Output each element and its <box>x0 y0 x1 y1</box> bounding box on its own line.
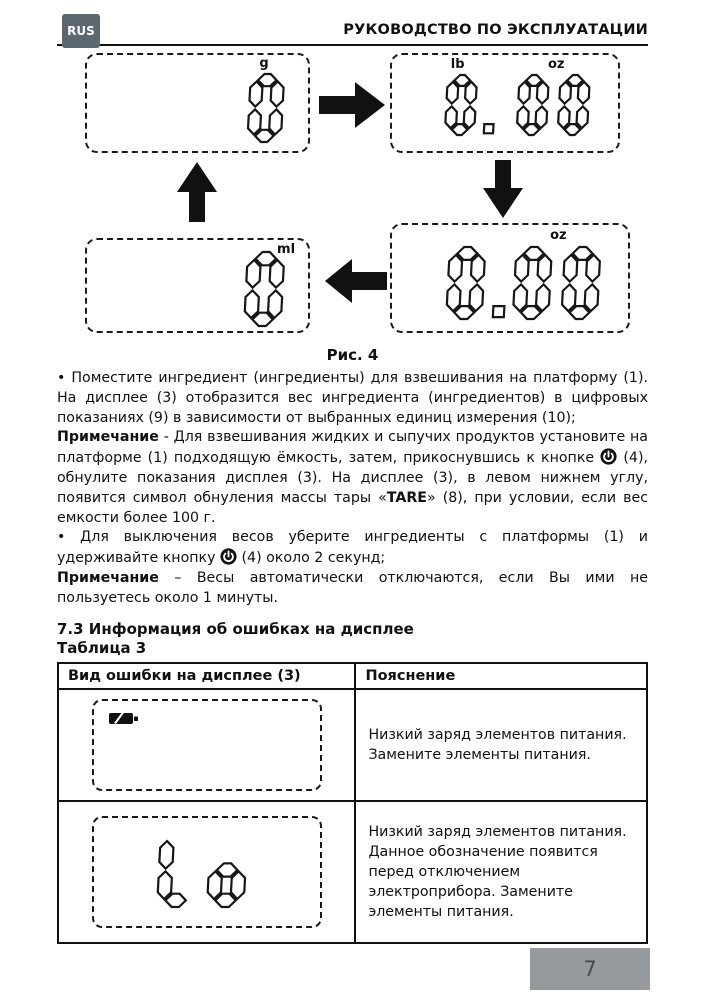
section-heading: 7.3 Информация об ошибках на дисплее <box>57 619 414 638</box>
note-label: Примечание <box>57 429 159 446</box>
note-tare-text-a: - Для взвешивания жидких и сыпучих проду… <box>57 429 648 467</box>
explanation-cell: Низкий заряд элементов питания. Замените… <box>354 687 648 802</box>
unit-label-oz: oz <box>547 57 565 72</box>
note-tare: Примечание - Для взвешивания жидких и сы… <box>57 428 648 528</box>
error-table: Вид ошибки на дисплее (3) Пояснение Низк… <box>56 661 648 944</box>
display-oz: oz <box>390 223 630 333</box>
unit-label-oz-2: oz <box>550 228 567 243</box>
display-ml: ml <box>85 238 310 333</box>
note-tare-text-b: (4), обнулите показания дисплея (3). На … <box>57 450 649 506</box>
display-ml-value <box>237 248 300 334</box>
display-lb-oz: lb oz <box>390 53 620 153</box>
instructions: • Поместите ингредиент (ингредиенты) для… <box>57 369 648 609</box>
language-badge: RUS <box>62 14 100 48</box>
document-title: РУКОВОДСТВО ПО ЭКСПЛУАТАЦИИ <box>343 22 648 38</box>
column-header-error: Вид ошибки на дисплее (3) <box>56 661 357 690</box>
table-header-row: Вид ошибки на дисплее (3) Пояснение <box>56 661 648 690</box>
figure-4: g lb oz oz ml <box>57 46 648 338</box>
note-auto-off: Примечание – Весы автоматически отключаю… <box>57 569 648 609</box>
note-auto-off-text: – Весы автоматически отключаются, если В… <box>57 569 648 606</box>
bullet-weighing: • Поместите ингредиент (ингредиенты) для… <box>57 369 648 428</box>
display-lo-value <box>150 829 263 915</box>
display-grams: g <box>85 53 310 153</box>
bullet-power-off-text-a: • Для выключения весов уберите ингредиен… <box>57 529 648 567</box>
right-arrow-icon <box>319 82 385 128</box>
table-row: Низкий заряд элементов питания. Данное о… <box>56 799 648 944</box>
page-number: 7 <box>530 948 650 990</box>
column-header-explanation: Пояснение <box>354 661 648 690</box>
explanation-cell: Низкий заряд элементов питания. Данное о… <box>354 799 648 944</box>
error-display-cell <box>56 799 357 944</box>
power-button-icon <box>600 448 617 466</box>
up-arrow-icon <box>177 162 217 222</box>
bullet-weighing-text: • Поместите ингредиент (ингредиенты) для… <box>57 370 648 426</box>
display-lb-oz-value <box>438 71 604 143</box>
low-battery-icon <box>108 710 139 731</box>
bullet-power-off: • Для выключения весов уберите ингредиен… <box>57 528 648 569</box>
tare-term: TARE <box>386 489 427 506</box>
power-button-icon <box>220 548 237 566</box>
note-tare-text-c: » (8), при условии, если вес емкости бол… <box>57 489 648 526</box>
page-header: RUS РУКОВОДСТВО ПО ЭКСПЛУАТАЦИИ <box>57 14 648 48</box>
table-label: Таблица 3 <box>57 638 147 657</box>
note-label: Примечание <box>57 569 159 586</box>
down-arrow-icon <box>483 160 523 218</box>
display-oz-value <box>439 243 616 327</box>
display-grams-value <box>240 70 300 150</box>
figure-caption: Рис. 4 <box>326 346 379 364</box>
display-low-battery <box>91 698 322 791</box>
bullet-power-off-text-b: (4) около 2 секунд; <box>237 550 386 567</box>
unit-label-ml: ml <box>277 242 296 257</box>
error-display-cell <box>56 687 357 802</box>
unit-label-lb: lb <box>450 57 465 72</box>
display-lo <box>91 815 322 928</box>
left-arrow-icon <box>325 259 387 303</box>
unit-label-g: g <box>259 56 269 71</box>
header-divider <box>57 44 648 46</box>
table-row: Низкий заряд элементов питания. Замените… <box>56 687 648 802</box>
